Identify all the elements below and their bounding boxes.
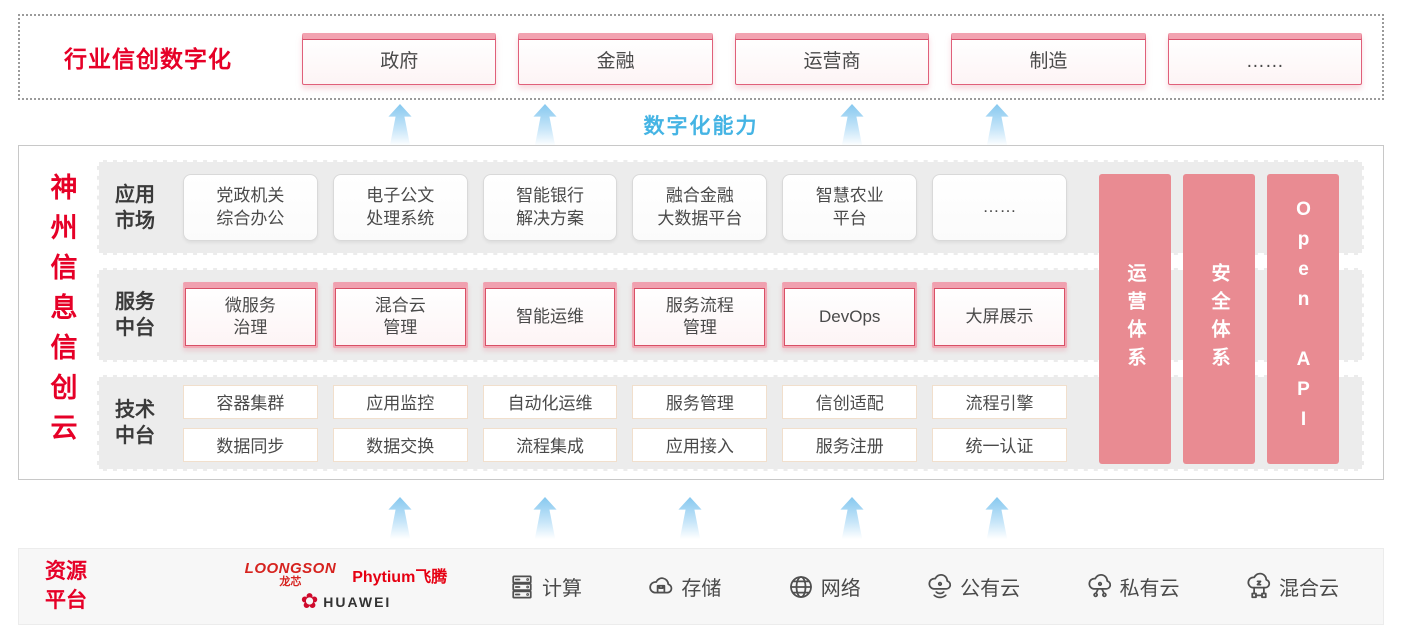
resource-platform: 资源 平台 LOONGSON 龙芯 Phytium飞腾 ✿ HUAWEI bbox=[18, 548, 1384, 625]
app-card-e-document: 电子公文 处理系统 bbox=[332, 174, 468, 241]
service-platform-row: 服务 中台 微服务 治理 混合云 管理 智能运维 服务流程 管理 DevOps … bbox=[97, 268, 1364, 362]
svc-card-service-process: 服务流程 管理 bbox=[632, 282, 768, 348]
svc-card-smart-ops: 智能运维 bbox=[482, 282, 618, 348]
tech-card-container-cluster: 容器集群 bbox=[183, 384, 318, 419]
tech-card-unified-auth: 统一认证 bbox=[932, 427, 1067, 462]
svc-card-hybrid-cloud-mgmt: 混合云 管理 bbox=[332, 282, 468, 348]
app-card-party-gov-office: 党政机关 综合办公 bbox=[183, 174, 318, 241]
network-icon bbox=[789, 575, 812, 598]
up-arrow-icon bbox=[985, 104, 1009, 146]
huawei-logo: ✿ HUAWEI bbox=[300, 590, 392, 613]
infra-item-storage: 存储 bbox=[646, 572, 721, 602]
up-arrow-icon bbox=[985, 497, 1009, 539]
industry-card-finance: 金融 bbox=[518, 33, 713, 85]
infrastructure-items: 计算 存储 网络 bbox=[507, 572, 1339, 602]
up-arrow-icon bbox=[678, 497, 702, 539]
platform-rows: 应用 市场 党政机关 综合办公 电子公文 处理系统 智能银行 解决方案 融合金融… bbox=[97, 160, 1364, 471]
tech-card-xinchuang-adapt: 信创适配 bbox=[782, 384, 918, 419]
huawei-flower-icon: ✿ bbox=[300, 590, 319, 613]
app-card-smart-agriculture: 智慧农业 平台 bbox=[782, 174, 918, 241]
up-arrow-icon bbox=[388, 497, 412, 539]
industry-row: 政府 金融 运营商 制造 …… bbox=[302, 33, 1363, 85]
loongson-logo: LOONGSON 龙芯 bbox=[244, 560, 337, 588]
private-cloud-icon bbox=[1088, 573, 1111, 597]
resource-platform-title: 资源 平台 bbox=[45, 560, 87, 612]
pillar-operation-system: 运营体系 bbox=[1099, 174, 1171, 464]
app-market-cards: 党政机关 综合办公 电子公文 处理系统 智能银行 解决方案 融合金融 大数据平台… bbox=[183, 174, 1067, 241]
app-card-more: …… bbox=[932, 174, 1067, 241]
tech-card-data-exchange: 数据交换 bbox=[332, 427, 468, 462]
industry-card-operator: 运营商 bbox=[734, 33, 930, 85]
infra-item-compute: 计算 bbox=[507, 572, 582, 602]
infra-item-hybrid-cloud: 混合云 bbox=[1244, 572, 1339, 602]
tech-card-auto-ops: 自动化运维 bbox=[482, 384, 618, 419]
phytium-logo: Phytium飞腾 bbox=[352, 568, 448, 586]
infra-item-network: 网络 bbox=[786, 572, 861, 602]
platform-box: 神州信息信创云 应用 市场 党政机关 综合办公 电子公文 处理系统 智能银行 解… bbox=[18, 145, 1384, 480]
tech-card-data-sync: 数据同步 bbox=[183, 427, 318, 462]
svc-card-microservice: 微服务 治理 bbox=[183, 282, 318, 348]
service-platform-cards: 微服务 治理 混合云 管理 智能运维 服务流程 管理 DevOps 大屏展示 bbox=[183, 282, 1067, 348]
infra-item-private-cloud: 私有云 bbox=[1085, 572, 1180, 602]
app-market-row: 应用 市场 党政机关 综合办公 电子公文 处理系统 智能银行 解决方案 融合金融… bbox=[97, 160, 1364, 255]
industry-card-manufacturing: 制造 bbox=[951, 33, 1146, 85]
capability-label: 数字化能力 bbox=[643, 115, 759, 138]
public-cloud-icon bbox=[928, 573, 952, 598]
svc-card-devops: DevOps bbox=[782, 282, 918, 348]
pillar-security-system: 安全体系 bbox=[1183, 174, 1255, 464]
tech-platform-label: 技术 中台 bbox=[115, 399, 155, 447]
up-arrow-icon bbox=[533, 497, 557, 539]
industry-card-more: …… bbox=[1167, 33, 1363, 85]
service-platform-label: 服务 中台 bbox=[115, 291, 155, 339]
infra-item-public-cloud: 公有云 bbox=[925, 572, 1020, 602]
app-market-label: 应用 市场 bbox=[115, 183, 155, 232]
industry-banner-title: 行业信创数字化 bbox=[64, 46, 232, 72]
tech-platform-cards: 容器集群 应用监控 自动化运维 服务管理 信创适配 流程引擎 数据同步 数据交换… bbox=[183, 384, 1067, 462]
industry-banner: 行业信创数字化 政府 金融 运营商 制造 …… bbox=[18, 14, 1384, 100]
tech-card-service-registry: 服务注册 bbox=[782, 427, 918, 462]
up-arrow-icon bbox=[840, 497, 864, 539]
tech-card-service-mgmt: 服务管理 bbox=[632, 384, 768, 419]
tech-card-app-access: 应用接入 bbox=[632, 427, 768, 462]
hybrid-cloud-icon bbox=[1247, 572, 1271, 598]
svc-card-dashboard: 大屏展示 bbox=[932, 282, 1067, 348]
tech-card-process-integration: 流程集成 bbox=[482, 427, 618, 462]
tech-card-process-engine: 流程引擎 bbox=[932, 384, 1067, 419]
app-card-finance-bigdata: 融合金融 大数据平台 bbox=[632, 174, 768, 241]
storage-icon bbox=[649, 576, 673, 593]
tech-platform-row: 技术 中台 容器集群 应用监控 自动化运维 服务管理 信创适配 流程引擎 数据同… bbox=[97, 375, 1364, 471]
industry-card-government: 政府 bbox=[302, 33, 497, 85]
vendor-logos: LOONGSON 龙芯 Phytium飞腾 ✿ HUAWEI bbox=[231, 561, 461, 612]
app-card-smart-banking: 智能银行 解决方案 bbox=[482, 174, 618, 241]
pillar-open-api: Open API bbox=[1267, 174, 1339, 464]
up-arrow-icon bbox=[533, 104, 557, 146]
up-arrow-icon bbox=[388, 104, 412, 146]
tech-card-app-monitoring: 应用监控 bbox=[332, 384, 468, 419]
up-arrow-icon bbox=[840, 104, 864, 146]
platform-title: 神州信息信创云 bbox=[46, 172, 77, 453]
compute-icon bbox=[512, 575, 532, 598]
